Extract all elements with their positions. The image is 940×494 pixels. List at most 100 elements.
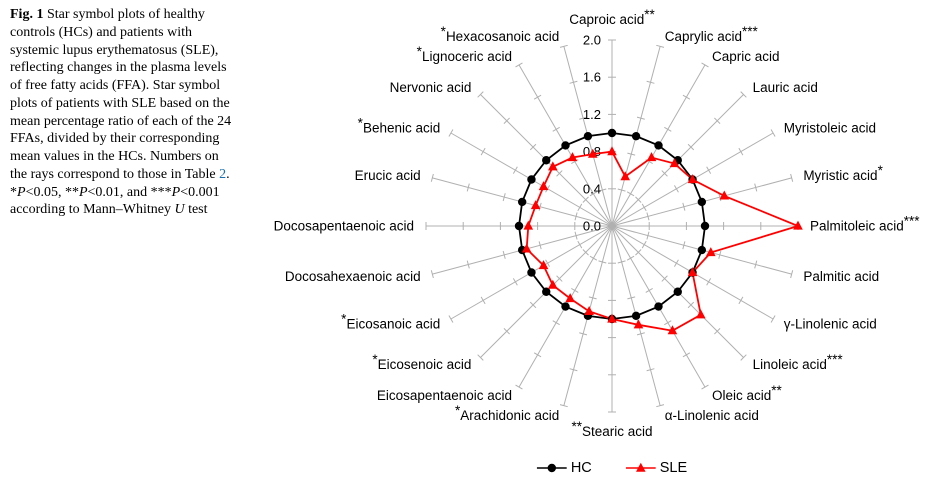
sle-point	[523, 220, 534, 230]
table-2-link[interactable]: 2	[219, 166, 227, 182]
radar-tick	[466, 183, 470, 192]
radar-tick	[738, 296, 744, 305]
axis-label: Palmitoleic acid***	[810, 214, 920, 234]
hc-point	[654, 141, 663, 150]
radar-tick	[480, 147, 486, 156]
hc-point	[697, 245, 707, 255]
radar-tick	[559, 404, 568, 408]
axis-label: γ-Linolenic acid	[784, 317, 877, 332]
radial-scale-label: 0.4	[583, 181, 601, 196]
radar-tick	[477, 354, 484, 361]
hc-marker-icon	[536, 461, 567, 475]
radar-tick	[738, 147, 744, 156]
hc-point	[654, 302, 663, 311]
hc-point	[527, 175, 536, 184]
radar-tick	[529, 143, 537, 151]
radar-tick	[552, 126, 560, 132]
caption-text: <0.01, and ***	[87, 184, 172, 200]
axis-label: Caproic acid**	[569, 7, 655, 27]
axis-label: Linoleic acid***	[753, 352, 844, 372]
sle-point	[646, 152, 657, 162]
hc-point	[514, 221, 524, 231]
radar-tick	[571, 159, 579, 165]
radar-tick	[512, 166, 518, 174]
radar-tick	[626, 255, 635, 261]
radar-tick	[515, 62, 523, 68]
chart-legend: HC SLE	[536, 460, 688, 476]
radar-tick	[656, 404, 665, 408]
hc-point	[561, 141, 570, 150]
axis-label: Erucic acid	[355, 168, 421, 183]
radar-tick	[448, 129, 454, 137]
axis-label: Eicosapentaenoic acid	[377, 388, 512, 403]
radar-tick	[718, 250, 722, 259]
axis-label: Oleic acid**	[712, 383, 783, 403]
radar-tick	[502, 250, 506, 259]
radar-tick	[502, 193, 506, 202]
radar-tick	[574, 212, 578, 221]
radar-tick	[636, 116, 645, 120]
radar-tick	[687, 301, 695, 309]
sle-point	[607, 313, 617, 323]
caption-u-italic: U	[174, 202, 185, 218]
radar-tick	[740, 354, 747, 361]
radar-tick	[589, 255, 598, 261]
axis-label: Nervonic acid	[390, 80, 472, 95]
sle-point	[587, 148, 598, 158]
caption-p-italic: P	[171, 184, 181, 200]
radar-tick	[656, 44, 665, 48]
hc-point	[583, 131, 593, 141]
radar-tick	[569, 80, 578, 84]
radar-tick	[503, 117, 510, 124]
radar-tick	[664, 320, 672, 326]
axis-label: Caprylic acid***	[665, 24, 759, 44]
radar-tick	[770, 129, 776, 137]
hc-point	[631, 131, 641, 141]
radar-tick	[754, 260, 758, 269]
legend-label-hc: HC	[570, 460, 592, 476]
radar-tick	[687, 143, 695, 151]
radar-tick	[646, 80, 655, 84]
radar-tick	[706, 166, 712, 174]
radar-tick	[627, 152, 636, 156]
radar-tick	[754, 183, 758, 192]
radar-tick	[577, 203, 583, 212]
sle-point	[548, 279, 558, 289]
axis-label: *Hexacosanoic acid	[441, 24, 560, 44]
radar-tick	[682, 241, 686, 250]
axis-label: Docosahexaenoic acid	[285, 269, 421, 284]
radar-tick	[626, 191, 635, 197]
legend-label-sle: SLE	[659, 460, 688, 476]
radar-tick	[556, 275, 563, 282]
radar-tick	[682, 202, 686, 211]
radar-tick	[701, 384, 709, 390]
radar-tick	[740, 91, 747, 98]
radial-scale-label: 0.0	[583, 219, 601, 234]
radar-tick	[577, 240, 583, 249]
radar-tick	[645, 287, 653, 293]
sle-point	[521, 243, 532, 253]
caption-p-italic: P	[17, 184, 26, 200]
radar-tick	[571, 287, 579, 293]
sle-point	[567, 152, 578, 162]
radar-tick	[480, 296, 486, 305]
radar-tick	[673, 185, 679, 193]
hc-point	[607, 128, 617, 138]
legend-item-hc: HC	[536, 460, 592, 476]
hc-point	[517, 197, 527, 207]
radar-tick	[569, 368, 578, 372]
axis-label: Capric acid	[712, 49, 780, 64]
radar-tick	[627, 296, 636, 300]
radar-tick	[664, 126, 672, 132]
sle-point	[793, 220, 803, 230]
hc-point	[561, 302, 570, 311]
sle-point	[633, 319, 644, 329]
radar-tick	[714, 117, 721, 124]
radar-tick	[661, 275, 668, 282]
radar-tick	[617, 188, 626, 192]
radar-tick	[545, 259, 551, 267]
radar-tick	[770, 315, 776, 323]
axis-label: *Lignoceric acid	[417, 44, 512, 64]
radar-tick	[538, 202, 542, 211]
